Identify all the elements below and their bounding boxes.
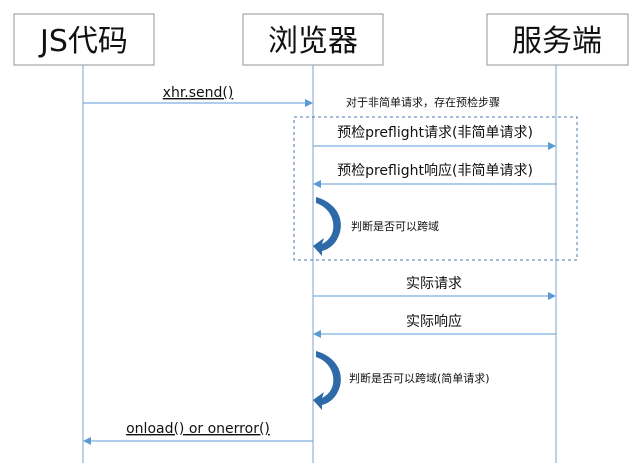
msg-judge-cross-label: 判断是否可以跨域: [351, 219, 439, 233]
self-check-arrow-1-body: [313, 197, 341, 256]
msg-onload-onerror-label: onload() or onerror(): [126, 421, 270, 437]
actor-browser-label: 浏览器: [268, 24, 358, 59]
msg-xhr-send-label: xhr.send(): [163, 85, 234, 101]
preflight-region: [293, 116, 578, 261]
actor-js: JS代码: [13, 13, 155, 66]
msg-preflight-response-label: 预检preflight响应(非简单请求): [337, 162, 533, 179]
msg-preflight-request-label: 预检preflight请求(非简单请求): [337, 124, 533, 141]
actor-server: 服务端: [486, 13, 629, 66]
actor-js-box: [13, 13, 155, 66]
self-check-arrow-2-body: [313, 351, 341, 410]
actor-server-box: [486, 13, 629, 66]
self-check-arrow-1: [313, 197, 341, 256]
msg-judge-cross-simple-label: 判断是否可以跨域(简单请求): [349, 371, 490, 385]
actor-browser: 浏览器: [242, 13, 384, 66]
self-check-arrow-2: [313, 351, 341, 410]
msg-actual-request-label: 实际请求: [406, 276, 462, 292]
actor-js-label: JS代码: [38, 24, 128, 59]
actor-browser-box: [242, 13, 384, 66]
actor-server-label: 服务端: [512, 24, 602, 59]
msg-actual-response-label: 实际响应: [406, 313, 462, 330]
preflight-note: 对于非简单请求，存在预检步骤: [346, 95, 500, 109]
